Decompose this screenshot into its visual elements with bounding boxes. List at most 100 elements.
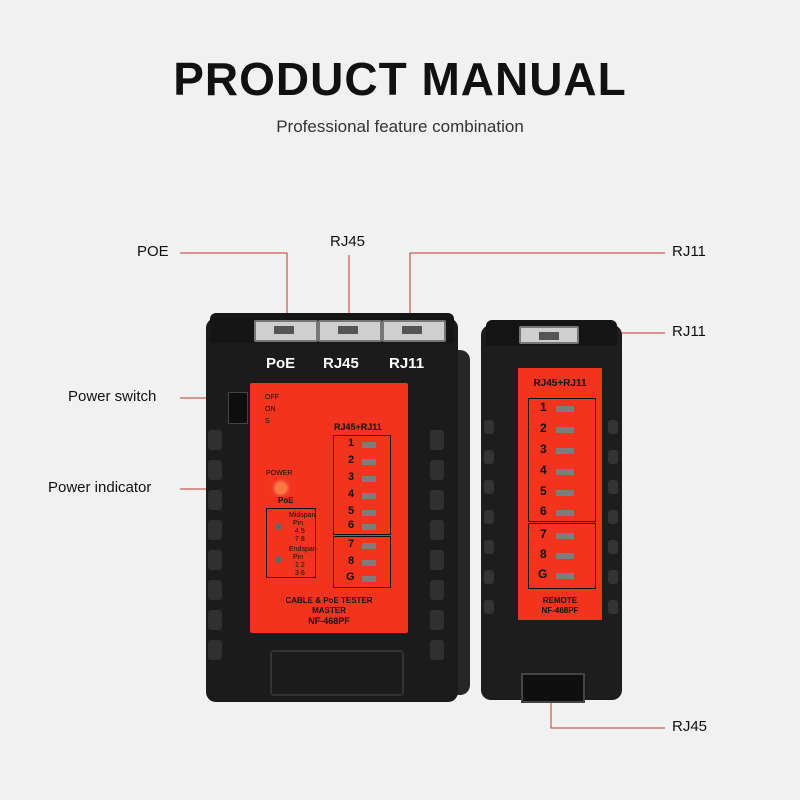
master-model-number: NF-468PF xyxy=(308,616,350,626)
master-led xyxy=(362,442,376,448)
switch-off-label: OFF xyxy=(265,394,279,401)
callout-rj11-remote: RJ11 xyxy=(672,323,706,340)
grip-ridge xyxy=(484,540,494,554)
remote-led xyxy=(556,533,574,539)
grip-ridge xyxy=(208,460,222,480)
remote-led-label: 4 xyxy=(540,463,547,477)
remote-led-group-2 xyxy=(528,523,596,589)
callout-rj45-bottom: RJ45 xyxy=(672,718,708,735)
remote-led-label: 6 xyxy=(540,504,547,518)
remote-led-label: G xyxy=(538,567,548,581)
remote-led xyxy=(556,573,574,579)
remote-panel-heading: RJ45+RJ11 xyxy=(533,378,587,389)
endspan-pins-a: 1 2 xyxy=(295,562,305,569)
grip-ridge xyxy=(608,480,618,494)
grip-ridge xyxy=(430,640,444,660)
grip-ridge xyxy=(208,430,222,450)
poe-port[interactable] xyxy=(254,320,318,342)
master-led xyxy=(362,510,376,516)
grip-ridge xyxy=(608,420,618,434)
remote-model-number: NF-468PF xyxy=(541,606,579,615)
midspan-pins-a: 4 5 xyxy=(295,528,305,535)
port-label-poe: PoE xyxy=(266,355,296,372)
master-led-label: 7 xyxy=(348,538,355,550)
master-led xyxy=(362,543,376,549)
remote-led xyxy=(556,490,574,496)
grip-ridge xyxy=(608,510,618,524)
endspan-led xyxy=(275,556,282,563)
midspan-led xyxy=(275,523,282,530)
master-led-group-1 xyxy=(333,435,391,535)
remote-led-group-1 xyxy=(528,398,596,522)
callout-rj45-top: RJ45 xyxy=(330,233,366,250)
master-led-label: 5 xyxy=(348,505,355,517)
grip-ridge xyxy=(208,490,222,510)
master-led-label: 3 xyxy=(348,471,355,483)
remote-led-label: 7 xyxy=(540,527,547,541)
grip-ridge xyxy=(208,580,222,600)
remote-rj11-port[interactable] xyxy=(519,326,579,344)
master-led xyxy=(362,459,376,465)
power-indicator-led xyxy=(275,482,287,494)
remote-led-label: 5 xyxy=(540,484,547,498)
master-led xyxy=(362,576,376,582)
grip-ridge xyxy=(484,600,494,614)
grip-ridge xyxy=(208,610,222,630)
remote-led xyxy=(556,469,574,475)
rj11-port[interactable] xyxy=(382,320,446,342)
master-led xyxy=(362,524,376,530)
remote-led-label: 3 xyxy=(540,442,547,456)
leader-poe xyxy=(180,252,288,328)
remote-rj45-port[interactable] xyxy=(521,673,585,703)
poe-pin-box xyxy=(266,508,316,578)
remote-led xyxy=(556,406,574,412)
grip-ridge xyxy=(430,580,444,600)
master-led xyxy=(362,476,376,482)
leader-rj45-bottom xyxy=(550,700,665,729)
midspan-pins-b: 7 8 xyxy=(295,536,305,543)
grip-ridge xyxy=(430,520,444,540)
grip-ridge xyxy=(484,450,494,464)
grip-ridge xyxy=(430,610,444,630)
master-led-label: 8 xyxy=(348,555,355,567)
remote-led xyxy=(556,510,574,516)
master-caption-line2: MASTER xyxy=(312,606,346,615)
remote-led xyxy=(556,427,574,433)
master-led-label: 4 xyxy=(348,488,355,500)
master-panel-heading: RJ45+RJ11 xyxy=(334,422,382,432)
master-led-label: 6 xyxy=(348,519,355,531)
grip-ridge xyxy=(430,550,444,570)
grip-ridge xyxy=(208,520,222,540)
poe-section-label: PoE xyxy=(278,496,294,505)
grip-ridge xyxy=(484,570,494,584)
grip-ridge xyxy=(484,420,494,434)
callout-rj11-top: RJ11 xyxy=(672,243,706,260)
master-led-label: G xyxy=(346,571,355,583)
midspan-pin-label: Pin xyxy=(293,520,304,527)
callout-power-indicator: Power indicator xyxy=(48,479,152,496)
page-title: PRODUCT MANUAL xyxy=(173,53,627,105)
grip-ridge xyxy=(608,570,618,584)
port-label-rj45: RJ45 xyxy=(323,355,359,372)
grip-ridge xyxy=(608,450,618,464)
grip-ridge xyxy=(430,430,444,450)
callout-poe: POE xyxy=(137,243,169,260)
grip-ridge xyxy=(430,490,444,510)
grip-ridge xyxy=(484,480,494,494)
remote-led xyxy=(556,553,574,559)
rj45-port[interactable] xyxy=(318,320,382,342)
grip-ridge xyxy=(608,600,618,614)
switch-s-label: S xyxy=(265,418,270,425)
master-led-label: 1 xyxy=(348,437,355,449)
midspan-label: Midspan xyxy=(289,512,316,519)
power-label: POWER xyxy=(266,470,293,477)
master-led xyxy=(362,493,376,499)
grip-ridge xyxy=(484,510,494,524)
leader-rj11-top xyxy=(409,252,665,328)
grip-ridge xyxy=(430,460,444,480)
power-switch[interactable] xyxy=(228,392,248,424)
endspan-label: Endspan xyxy=(289,546,317,553)
master-led-label: 2 xyxy=(348,454,355,466)
endspan-pin-label: Pin xyxy=(293,554,304,561)
page-subtitle: Professional feature combination xyxy=(276,117,524,136)
